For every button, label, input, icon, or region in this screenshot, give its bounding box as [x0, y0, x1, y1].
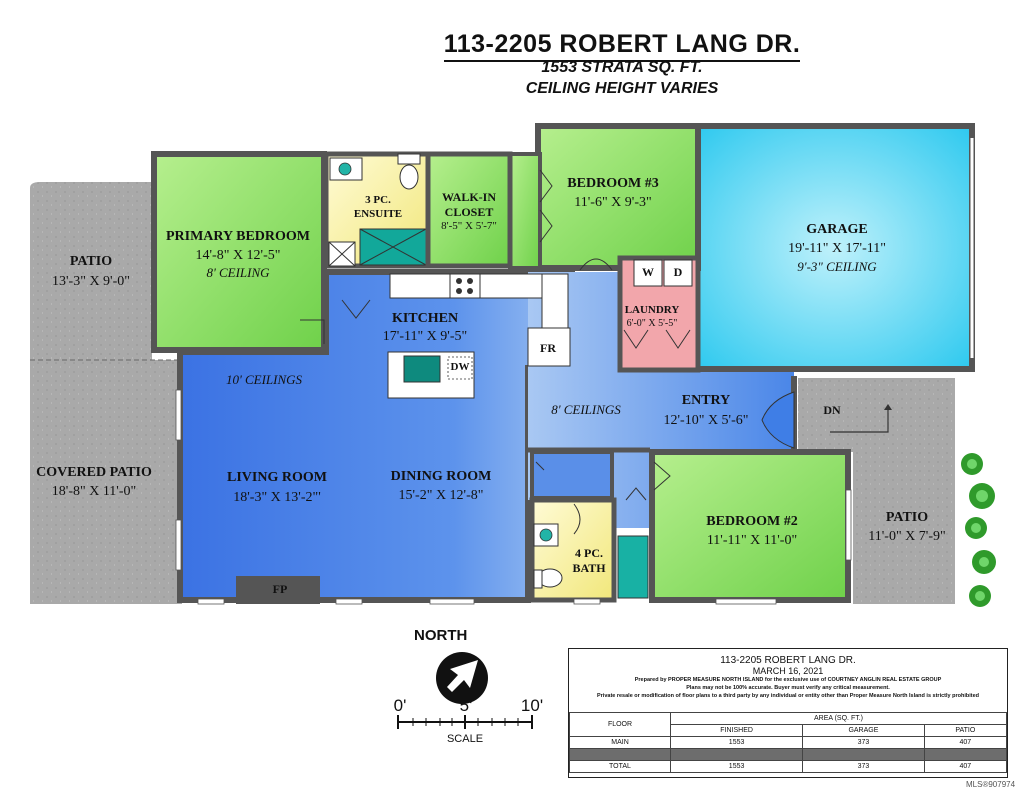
mls-number: MLS®907974 [966, 780, 1016, 789]
covered-patio-name: COVERED PATIO [36, 465, 152, 480]
primary-bedroom-room [151, 151, 327, 353]
walkin-name1: WALK-IN [441, 190, 497, 204]
ceilings-8-note: 8' CEILINGS [551, 402, 621, 417]
row-main-garage: 373 [802, 736, 925, 749]
laundry-name: LAUNDRY [624, 304, 680, 316]
info-address: 113-2205 ROBERT LANG DR. [720, 655, 856, 666]
bath-name1: 4 PC. [575, 546, 603, 560]
living-room-name: LIVING ROOM [227, 470, 327, 485]
primary-bedroom-dims: 14'-8" X 12'-5" [195, 248, 281, 263]
patio-left-dims: 13'-3" X 9'-0" [52, 274, 130, 289]
bath-name2: BATH [572, 561, 606, 575]
dryer-label: D [673, 265, 683, 279]
entry-dims: 12'-10" X 5'-6" [663, 413, 749, 428]
th-garage: GARAGE [802, 724, 925, 737]
scale-0: 0' [393, 696, 407, 715]
table-row: MAIN 1553 373 407 [569, 736, 1008, 749]
info-line2: Plans may not be 100% accurate. Buyer mu… [686, 685, 890, 691]
primary-bedroom-note: 8' CEILING [206, 265, 270, 280]
info-box: 113-2205 ROBERT LANG DR. MARCH 16, 2021 … [568, 648, 1008, 778]
row-total-floor: TOTAL [569, 760, 671, 773]
row-main-floor: MAIN [569, 736, 671, 749]
fireplace-label: FP [272, 582, 288, 596]
entry-name: ENTRY [681, 393, 731, 408]
row-total-patio: 407 [923, 760, 1008, 773]
ensuite-name1: 3 PC. [365, 194, 391, 206]
fireplace [236, 576, 320, 604]
ensuite-name2: ENSUITE [353, 208, 403, 220]
th-finished: FINISHED [669, 724, 804, 737]
walkin-dims: 8'-5" X 5'-7" [441, 220, 497, 232]
north-label: NORTH [414, 627, 468, 644]
info-line3: Private resale or modification of floor … [596, 693, 979, 699]
shrubs [961, 453, 996, 607]
area-table: FLOOR AREA (SQ. FT.) FINISHED GARAGE PAT… [569, 712, 1008, 773]
garage-name: GARAGE [806, 222, 868, 237]
kitchen-name: KITCHEN [391, 311, 459, 326]
separator-row [569, 748, 1008, 761]
stair-landing [798, 378, 902, 452]
bedroom2-dims: 11'-11" X 11'-0" [706, 533, 798, 548]
stairs-down-label: DN [823, 403, 841, 417]
dining-room-dims: 15'-2" X 12'-8" [398, 488, 484, 503]
covered-patio-dims: 18'-8" X 11'-0" [51, 484, 137, 499]
row-main-finished: 1553 [669, 736, 804, 749]
patio-right-name: PATIO [885, 510, 929, 525]
title-text: 113-2205 ROBERT LANG DR. [443, 30, 801, 62]
row-total-garage: 373 [802, 760, 925, 773]
patio-right-dims: 11'-0" X 7'-9" [868, 529, 946, 544]
patio-left [30, 182, 152, 360]
th-area: AREA (SQ. FT.) [670, 712, 1007, 725]
walkin-closet-room [425, 151, 513, 269]
info-line1: Prepared by PROPER MEASURE NORTH ISLAND … [634, 677, 942, 683]
bedroom3-room [535, 123, 701, 271]
laundry-dims: 6'-0" X 5'-5" [626, 318, 678, 329]
ceilings-10-note: 10' CEILINGS [225, 372, 303, 387]
compass-icon [436, 652, 488, 704]
dining-room-name: DINING ROOM [390, 469, 492, 484]
washer-label: W [642, 265, 654, 279]
th-floor: FLOOR [569, 712, 671, 737]
strata-sqft: 1553 STRATA SQ. FT. [541, 59, 703, 76]
scale-10: 10' [520, 696, 544, 715]
scale-5: 5' [459, 696, 473, 715]
kitchen-dims: 17'-11" X 9'-5" [382, 329, 468, 344]
th-patio: PATIO [923, 724, 1008, 737]
walkin-name2: CLOSET [444, 205, 494, 219]
row-main-patio: 407 [923, 736, 1008, 749]
covered-patio-area [30, 360, 182, 604]
bedroom3-dims: 11'-6" X 9'-3" [574, 195, 652, 210]
primary-bedroom-name: PRIMARY BEDROOM [165, 229, 311, 244]
row-total-finished: 1553 [669, 760, 804, 773]
fridge-label: FR [540, 341, 556, 355]
dishwasher-label: DW [450, 361, 470, 373]
bedroom3-name: BEDROOM #3 [567, 176, 659, 191]
ceiling-height: CEILING HEIGHT VARIES [525, 80, 719, 97]
page-title: 113-2205 ROBERT LANG DR. [0, 30, 1024, 62]
bedroom2-name: BEDROOM #2 [706, 514, 798, 529]
table-row: TOTAL 1553 373 407 [569, 760, 1008, 773]
garage-dims: 19'-11" X 17'-11" [788, 241, 886, 256]
garage-note: 9'-3" CEILING [797, 259, 877, 274]
info-date: MARCH 16, 2021 [752, 666, 824, 676]
living-room-dims: 18'-3" X 13'-2"' [233, 490, 321, 505]
scale-label: SCALE [446, 733, 484, 745]
patio-left-name: PATIO [69, 254, 113, 269]
scale-bar [397, 715, 533, 729]
